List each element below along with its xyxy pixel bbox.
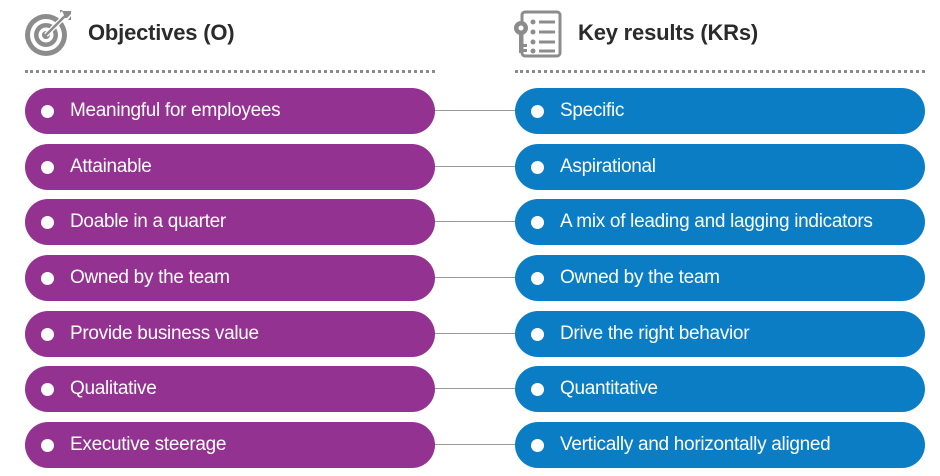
objectives-header: Objectives (O) (22, 8, 235, 58)
key-result-pill: Quantitative (515, 366, 925, 412)
objective-pill: Doable in a quarter (25, 199, 435, 245)
target-icon (22, 8, 74, 58)
row-connector (433, 221, 517, 222)
row-connector (433, 444, 517, 445)
objective-label: Doable in a quarter (70, 211, 226, 232)
key-results-divider (515, 70, 925, 73)
bullet-icon (531, 271, 544, 285)
bullet-icon (41, 438, 54, 452)
objective-label: Qualitative (70, 378, 157, 399)
key-result-label: Vertically and horizontally aligned (560, 434, 831, 455)
bullet-icon (41, 160, 54, 174)
key-results-header: Key results (KRs) (512, 8, 758, 58)
key-result-pill: Drive the right behavior (515, 311, 925, 357)
row-connector (433, 110, 517, 111)
row-connector (433, 388, 517, 389)
row-connector (433, 333, 517, 334)
bullet-icon (531, 382, 544, 396)
objectives-divider (25, 70, 435, 73)
okr-row: Provide business value Drive the right b… (0, 311, 940, 357)
bullet-icon (41, 271, 54, 285)
objective-pill: Meaningful for employees (25, 88, 435, 134)
objective-pill: Owned by the team (25, 255, 435, 301)
row-connector (433, 277, 517, 278)
objective-pill: Executive steerage (25, 422, 435, 468)
key-result-label: Specific (560, 100, 625, 121)
key-result-label: Quantitative (560, 378, 658, 399)
key-result-label: Owned by the team (560, 267, 720, 288)
objective-label: Owned by the team (70, 267, 230, 288)
bullet-icon (41, 215, 54, 229)
key-result-pill: Aspirational (515, 144, 925, 190)
bullet-icon (41, 104, 54, 118)
objectives-title: Objectives (O) (88, 20, 235, 45)
okr-row: Doable in a quarter A mix of leading and… (0, 199, 940, 245)
key-result-pill: Specific (515, 88, 925, 134)
row-connector (433, 166, 517, 167)
key-result-pill: Owned by the team (515, 255, 925, 301)
bullet-icon (41, 327, 54, 341)
key-result-label: A mix of leading and lagging indicators (560, 211, 873, 232)
objective-pill: Qualitative (25, 366, 435, 412)
bullet-icon (531, 438, 544, 452)
objective-label: Executive steerage (70, 434, 227, 455)
bullet-icon (41, 382, 54, 396)
okr-row: Owned by the team Owned by the team (0, 255, 940, 301)
key-result-label: Aspirational (560, 156, 656, 177)
bullet-icon (531, 160, 544, 174)
okr-row: Qualitative Quantitative (0, 366, 940, 412)
objective-label: Meaningful for employees (70, 100, 281, 121)
bullet-icon (531, 104, 544, 118)
objective-pill: Attainable (25, 144, 435, 190)
bullet-icon (531, 215, 544, 229)
key-results-title: Key results (KRs) (578, 20, 758, 45)
key-result-pill: Vertically and horizontally aligned (515, 422, 925, 468)
key-result-pill: A mix of leading and lagging indicators (515, 199, 925, 245)
key-checklist-icon (512, 8, 564, 58)
okr-row: Meaningful for employees Specific (0, 88, 940, 134)
bullet-icon (531, 327, 544, 341)
key-result-label: Drive the right behavior (560, 323, 750, 344)
objective-pill: Provide business value (25, 311, 435, 357)
objective-label: Attainable (70, 156, 152, 177)
okr-row: Executive steerage Vertically and horizo… (0, 422, 940, 468)
okr-row: Attainable Aspirational (0, 144, 940, 190)
objective-label: Provide business value (70, 323, 259, 344)
